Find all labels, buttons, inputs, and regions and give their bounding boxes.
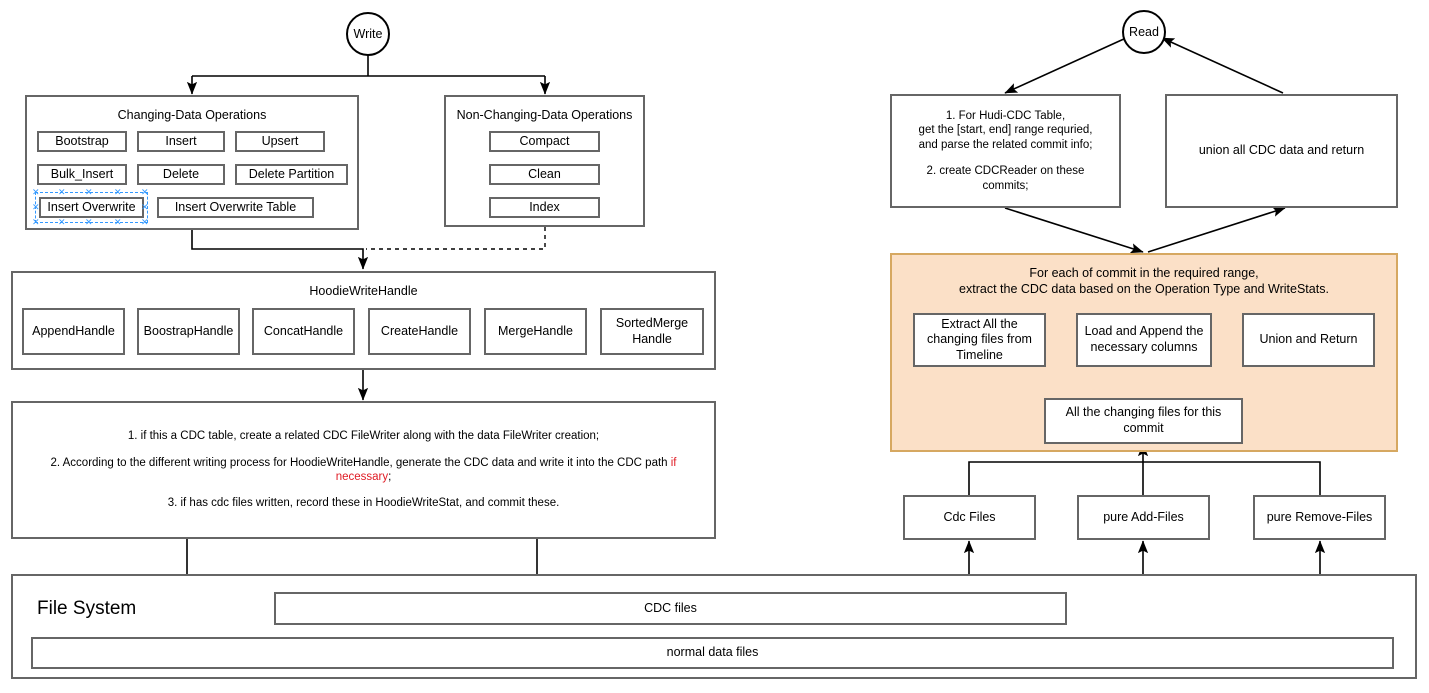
read-step1-line2: get the [start, end] range requried,	[918, 124, 1093, 137]
write-step-3: 3. if has cdc files written, record thes…	[167, 497, 560, 510]
op-delete-partition[interactable]: Delete Partition	[235, 164, 348, 185]
op-index-label: Index	[529, 199, 560, 214]
write-start-label: Write	[353, 27, 383, 41]
write-step-1: 1. if this a CDC table, create a related…	[127, 430, 600, 443]
cdc-files-region-label: CDC files	[644, 600, 697, 615]
op-compact-label: Compact	[519, 133, 570, 148]
read-extract-box[interactable]: Extract All the changing files from Time…	[913, 313, 1046, 367]
read-step1-line1: 1. For Hudi-CDC Table,	[945, 110, 1066, 123]
op-insert-overwrite-label: Insert Overwrite	[47, 199, 136, 214]
source-cdc-files[interactable]: Cdc Files	[903, 495, 1036, 540]
read-step1-line3: and parse the related commit info;	[918, 138, 1093, 151]
selection-handle-n[interactable]: ✕	[85, 187, 93, 197]
read-step1-line5: 2. create CDCReader on these	[926, 165, 1085, 178]
non-changing-data-operations-title: Non-Changing-Data Operations	[456, 108, 633, 122]
op-insert-overwrite-table[interactable]: Insert Overwrite Table	[157, 197, 314, 218]
op-bulk-insert[interactable]: Bulk_Insert	[37, 164, 127, 185]
read-step1-line6: commits;	[982, 179, 1029, 192]
read-union-return-box[interactable]: Union and Return	[1242, 313, 1375, 367]
normal-data-files-region[interactable]: normal data files	[31, 637, 1394, 669]
handle-sorted-merge[interactable]: SortedMerge Handle	[600, 308, 704, 355]
write-steps-box[interactable]: 1. if this a CDC table, create a related…	[11, 401, 716, 539]
handle-append[interactable]: AppendHandle	[22, 308, 125, 355]
op-index[interactable]: Index	[489, 197, 600, 218]
source-pure-remove-files-label: pure Remove-Files	[1266, 509, 1373, 524]
selection-handle-n2[interactable]: ✕	[58, 187, 66, 197]
selection-handle-se[interactable]: ✕	[141, 217, 149, 227]
handle-concat-label: ConcatHandle	[263, 323, 344, 338]
handle-boostrap[interactable]: BoostrapHandle	[137, 308, 240, 355]
handle-boostrap-label: BoostrapHandle	[143, 323, 234, 338]
read-changing-files-box[interactable]: All the changing files for this commit	[1044, 398, 1243, 444]
write-start-node[interactable]: Write	[346, 12, 390, 56]
read-start-label: Read	[1129, 25, 1159, 39]
source-pure-remove-files[interactable]: pure Remove-Files	[1253, 495, 1386, 540]
cdc-files-region[interactable]: CDC files	[274, 592, 1067, 625]
handle-create[interactable]: CreateHandle	[368, 308, 471, 355]
handle-append-label: AppendHandle	[32, 323, 115, 338]
handle-create-label: CreateHandle	[380, 323, 459, 338]
op-clean[interactable]: Clean	[489, 164, 600, 185]
normal-data-files-region-label: normal data files	[666, 645, 759, 660]
selection-handle-s3[interactable]: ✕	[114, 217, 122, 227]
write-step-2-b: ;	[388, 471, 392, 483]
handle-merge[interactable]: MergeHandle	[484, 308, 587, 355]
selection-handle-s2[interactable]: ✕	[58, 217, 66, 227]
read-loop-title-line1: For each of commit in the required range…	[1029, 266, 1259, 280]
write-step-2-a: 2. According to the different writing pr…	[50, 456, 671, 469]
file-system-label: File System	[37, 598, 137, 619]
op-delete-partition-label: Delete Partition	[248, 166, 335, 181]
read-union-box[interactable]: union all CDC data and return	[1165, 94, 1398, 208]
handle-sorted-merge-label: SortedMerge Handle	[615, 315, 689, 346]
hoodie-write-handle-title: HoodieWriteHandle	[309, 284, 418, 298]
write-step-2-highlight: if necessary	[335, 456, 677, 483]
read-load-append-label: Load and Append the necessary columns	[1084, 324, 1204, 354]
op-upsert[interactable]: Upsert	[235, 131, 325, 152]
changing-data-operations-title: Changing-Data Operations	[117, 108, 267, 122]
op-insert-label: Insert	[165, 133, 197, 148]
read-start-node[interactable]: Read	[1122, 10, 1166, 54]
op-insert-overwrite[interactable]: Insert Overwrite	[39, 197, 144, 218]
selection-handle-n3[interactable]: ✕	[114, 187, 122, 197]
selection-handle-e[interactable]: ✕	[141, 202, 149, 212]
read-union-label: union all CDC data and return	[1198, 143, 1365, 158]
op-clean-label: Clean	[528, 166, 561, 181]
op-insert-overwrite-table-label: Insert Overwrite Table	[174, 199, 297, 214]
source-pure-add-files-label: pure Add-Files	[1103, 509, 1184, 524]
read-extract-label: Extract All the changing files from Time…	[927, 316, 1032, 362]
op-bootstrap[interactable]: Bootstrap	[37, 131, 127, 152]
write-step-2: 2. According to the different writing pr…	[27, 456, 700, 485]
source-cdc-files-label: Cdc Files	[943, 509, 996, 524]
read-union-return-label: Union and Return	[1259, 332, 1358, 347]
selection-handle-w[interactable]: ✕	[32, 202, 40, 212]
op-bulk-insert-label: Bulk_Insert	[50, 166, 114, 181]
op-delete[interactable]: Delete	[137, 164, 225, 185]
read-changing-files-label: All the changing files for this commit	[1065, 405, 1222, 435]
selection-handle-sw[interactable]: ✕	[32, 217, 40, 227]
selection-outline	[35, 192, 148, 223]
hoodie-write-handle-group[interactable]: HoodieWriteHandle	[11, 271, 716, 370]
op-upsert-label: Upsert	[261, 133, 299, 148]
op-bootstrap-label: Bootstrap	[55, 133, 109, 148]
source-pure-add-files[interactable]: pure Add-Files	[1077, 495, 1210, 540]
handle-concat[interactable]: ConcatHandle	[252, 308, 355, 355]
selection-handle-nw[interactable]: ✕	[32, 187, 40, 197]
op-insert[interactable]: Insert	[137, 131, 225, 152]
handle-merge-label: MergeHandle	[497, 323, 574, 338]
read-step1-box[interactable]: 1. For Hudi-CDC Table, get the [start, e…	[890, 94, 1121, 208]
op-compact[interactable]: Compact	[489, 131, 600, 152]
op-delete-label: Delete	[162, 166, 200, 181]
selection-handle-ne[interactable]: ✕	[141, 187, 149, 197]
read-loop-title-line2: extract the CDC data based on the Operat…	[959, 282, 1329, 296]
read-load-append-box[interactable]: Load and Append the necessary columns	[1076, 313, 1212, 367]
selection-handle-s[interactable]: ✕	[85, 217, 93, 227]
